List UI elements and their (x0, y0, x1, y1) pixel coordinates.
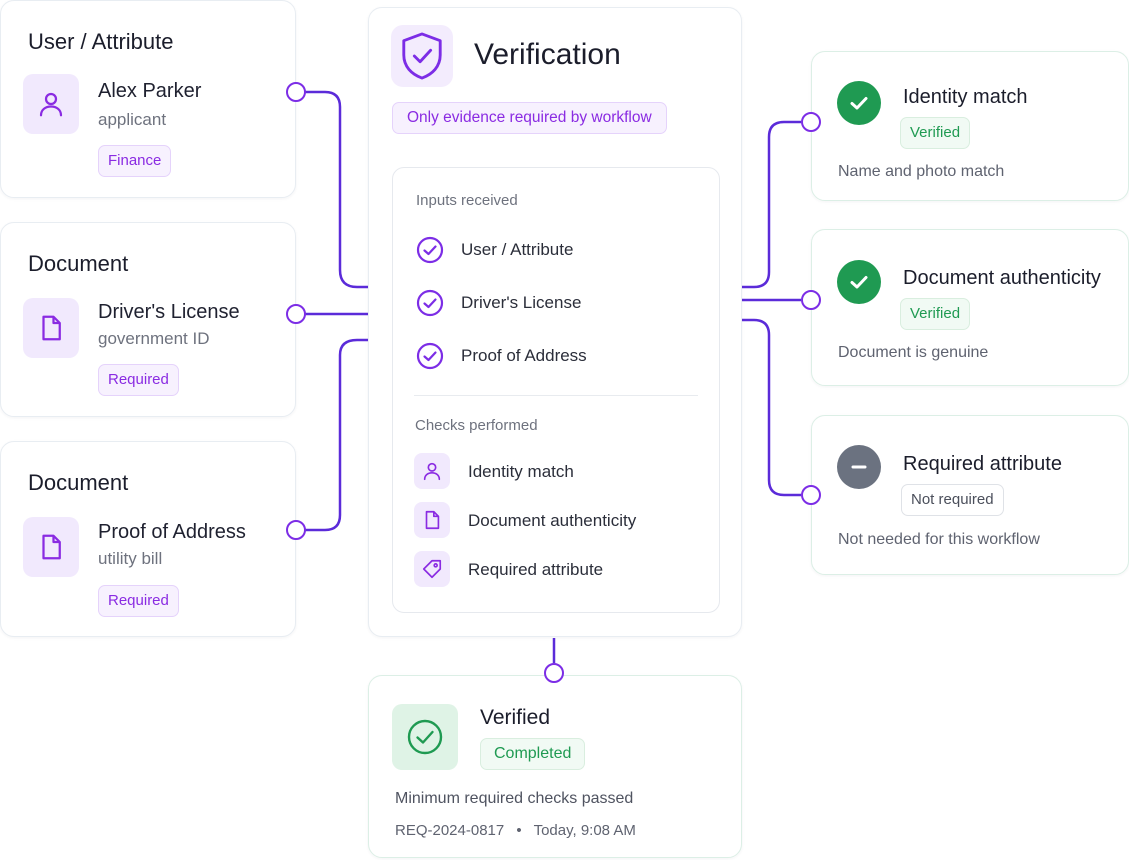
input-name: Driver's License (98, 301, 240, 323)
checks-performed-label: Checks performed (415, 417, 538, 434)
outcome-description: Minimum required checks passed (395, 790, 634, 807)
meta-separator: • (516, 822, 522, 839)
input-card-address[interactable]: Document Proof of Address utility bill R… (0, 441, 296, 637)
check-circle-icon (392, 704, 458, 770)
workflow-badge: Only evidence required by workflow (392, 102, 667, 134)
connector-dot-address[interactable] (286, 520, 306, 540)
input-card-title: Document (28, 251, 129, 276)
result-card-identity[interactable]: Identity match Verified Name and photo m… (811, 51, 1129, 201)
input-name: Alex Parker (98, 80, 202, 102)
document-icon (23, 517, 79, 577)
result-description: Name and photo match (838, 163, 1005, 180)
shield-icon (391, 25, 453, 87)
check-item: Identity match (468, 462, 574, 481)
connector-dot-user[interactable] (286, 82, 306, 102)
connector-dot-identity[interactable] (801, 112, 821, 132)
user-icon (414, 453, 450, 489)
result-description: Not needed for this workflow (838, 531, 1040, 548)
result-title: Required attribute (903, 453, 1062, 475)
outcome-card[interactable]: Verified Completed Minimum required chec… (368, 675, 742, 858)
status-badge: Verified (900, 117, 971, 149)
input-received-item: Proof of Address (461, 346, 587, 365)
verification-card: Verification Only evidence required by w… (368, 7, 742, 637)
input-subtitle: government ID (98, 329, 210, 348)
check-circle-icon (416, 236, 444, 264)
check-circle-icon (416, 289, 444, 317)
connector-dot-authenticity[interactable] (801, 290, 821, 310)
connector-address (305, 338, 368, 532)
check-circle-icon (416, 342, 444, 370)
outcome-meta: REQ-2024-0817 • Today, 9:08 AM (395, 822, 636, 839)
input-card-title: Document (28, 470, 129, 495)
minus-circle-icon (837, 445, 881, 489)
input-tag: Finance (98, 145, 172, 177)
input-tag: Required (98, 585, 179, 617)
input-subtitle: applicant (98, 110, 167, 129)
result-card-attribute[interactable]: Required attribute Not required Not need… (811, 415, 1129, 575)
outcome-title: Verified (480, 706, 551, 729)
connector-dot-license[interactable] (286, 304, 306, 324)
document-icon (414, 502, 450, 538)
input-tag: Required (98, 364, 179, 396)
connector-identity (742, 120, 801, 289)
input-subtitle: utility bill (98, 549, 163, 568)
check-item: Required attribute (468, 560, 604, 579)
tag-icon (414, 551, 450, 587)
connector-user (305, 90, 368, 289)
input-card-title: User / Attribute (28, 29, 174, 54)
document-icon (23, 298, 79, 358)
check-circle-icon (837, 260, 881, 304)
check-circle-icon (837, 81, 881, 125)
input-name: Proof of Address (98, 521, 246, 543)
connector-dot-outcome[interactable] (544, 663, 564, 683)
result-description: Document is genuine (838, 344, 989, 361)
result-title: Document authenticity (903, 267, 1101, 289)
user-icon (23, 74, 79, 134)
input-received-item: User / Attribute (461, 240, 574, 259)
result-card-authenticity[interactable]: Document authenticity Verified Document … (811, 229, 1129, 386)
check-item: Document authenticity (468, 511, 637, 530)
verification-title: Verification (474, 38, 621, 71)
input-card-user[interactable]: User / Attribute Alex Parker applicant F… (0, 0, 296, 198)
connector-attribute (742, 318, 801, 497)
input-card-license[interactable]: Document Driver's License government ID … (0, 222, 296, 417)
section-divider (414, 395, 698, 396)
status-badge: Completed (480, 738, 586, 770)
connector-dot-attribute[interactable] (801, 485, 821, 505)
input-received-item: Driver's License (461, 293, 582, 312)
result-title: Identity match (903, 86, 1028, 108)
status-badge: Verified (900, 298, 971, 330)
timestamp: Today, 9:08 AM (533, 822, 636, 839)
verification-details: Inputs received User / Attribute Driver'… (392, 167, 720, 613)
status-badge: Not required (901, 484, 1004, 516)
inputs-received-label: Inputs received (416, 192, 518, 209)
request-id: REQ-2024-0817 (395, 822, 505, 839)
